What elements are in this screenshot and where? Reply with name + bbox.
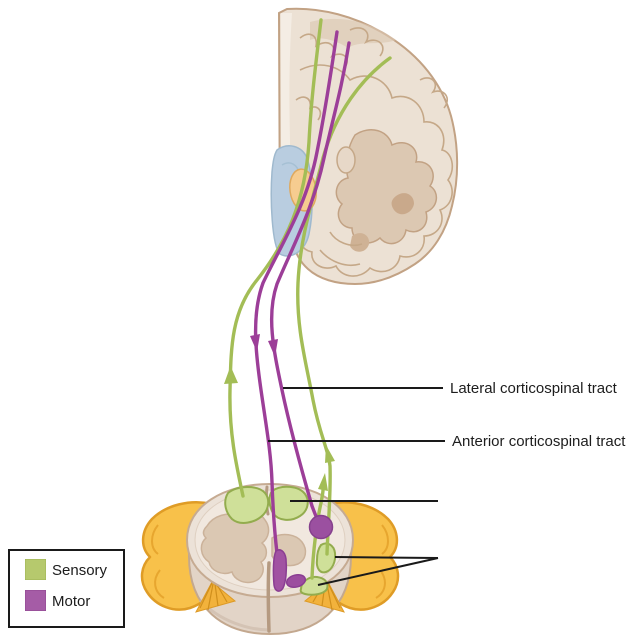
sensory-color-swatch [25, 559, 46, 580]
motor-arrowhead-down-anterior [250, 334, 260, 352]
sensory-arrowhead-up-branch [318, 473, 328, 491]
cortex-oval-patch [336, 146, 356, 174]
label-anterior-corticospinal-tract: Anterior corticospinal tract [452, 433, 626, 450]
sensory-arrowhead-up-main [325, 445, 335, 463]
leader-line-unlabeled-bottom-a [334, 556, 439, 559]
brain-illustration [270, 7, 459, 286]
leader-lines [268, 387, 445, 586]
motor-tract-lines [250, 30, 351, 555]
motor-terminal-teardrop [272, 549, 288, 592]
motor-terminal-blobs [272, 514, 334, 592]
label-lateral-corticospinal-tract: Lateral corticospinal tract [450, 380, 617, 397]
motor-terminal-circle [308, 514, 334, 540]
gyri-lines [295, 27, 454, 277]
sensory-tract-line-left [228, 18, 323, 498]
motor-color-swatch [25, 590, 46, 611]
fissure-bottom [266, 561, 271, 633]
motor-arrowhead-down-lateral [268, 339, 278, 357]
motor-tract-line-lateral [269, 41, 351, 525]
sensory-tract-line-right [296, 56, 392, 556]
legend-label-sensory: Sensory [52, 562, 108, 579]
nerve-root-fan-left [195, 581, 237, 613]
sensory-tract-lines [224, 18, 392, 580]
dorsal-column-blob-left [224, 486, 270, 524]
legend-label-motor: Motor [52, 593, 91, 610]
sensory-terminal-blob-mid [315, 542, 337, 574]
cortex-patch-dark [391, 193, 414, 215]
sensory-terminal-blob-bottom [299, 575, 329, 596]
legend-swatch-sensory [25, 559, 46, 580]
sensory-arrowhead-up-left [224, 366, 238, 384]
motor-terminal-oval [285, 573, 307, 589]
cortex-patch-center [335, 129, 438, 245]
cortex-patch-small [350, 233, 370, 252]
motor-tract-line-anterior [253, 30, 339, 555]
spinal-cord-cross-section [185, 482, 355, 636]
legend-swatch-motor [25, 590, 46, 611]
legend-box: Sensory Motor [8, 549, 125, 628]
sensory-tract-branch [310, 488, 325, 580]
dorsal-column-blob-right [268, 485, 309, 521]
nerve-root-shading [151, 524, 389, 599]
leader-line-unlabeled-bottom-b [317, 557, 439, 586]
